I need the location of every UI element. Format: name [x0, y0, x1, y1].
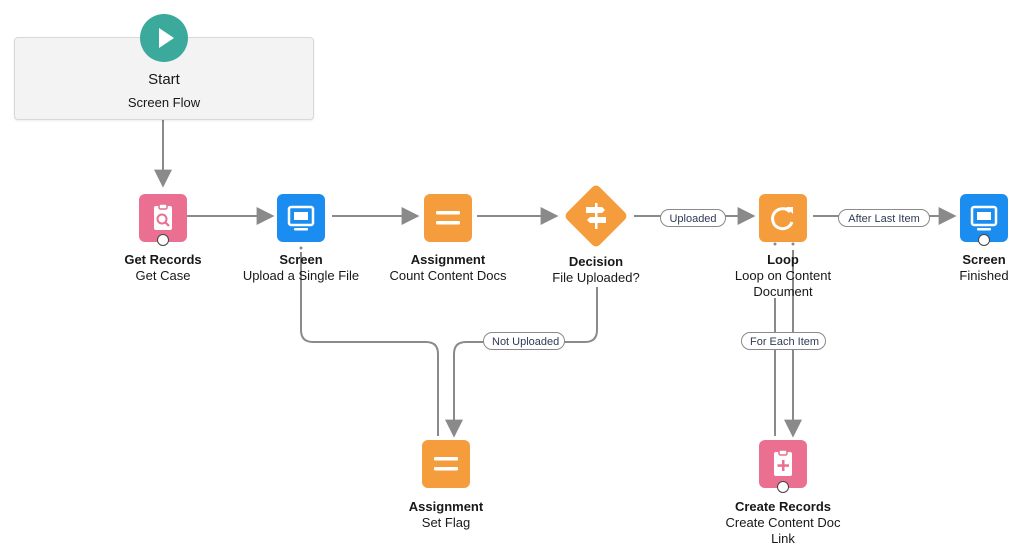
- connector-port: [299, 246, 303, 250]
- assignment-count-subtitle: Count Content Docs: [389, 268, 507, 283]
- connector-screen-to-set-flag[interactable]: [300, 252, 439, 436]
- loop-node[interactable]: [759, 194, 807, 242]
- loop-subtitle-line2: Document: [753, 284, 813, 299]
- assignment-icon: [434, 457, 458, 471]
- decision-subtitle: File Uploaded?: [552, 270, 640, 285]
- screen-finished-subtitle: Finished: [959, 268, 1009, 283]
- assignment-flag-title: Assignment: [408, 499, 484, 514]
- assignment-icon: [436, 211, 460, 225]
- screen-upload-subtitle: Upload a Single File: [242, 268, 360, 283]
- connector-port: [773, 242, 777, 246]
- connector-decision-to-set-flag[interactable]: [445, 287, 598, 438]
- screen-upload-title: Screen: [279, 252, 323, 267]
- get-records-subtitle: Get Case: [135, 268, 191, 283]
- assignment-flag-subtitle: Set Flag: [421, 515, 471, 530]
- get-records-icon: [154, 203, 172, 230]
- create-records-node[interactable]: [759, 440, 807, 488]
- screen-icon: [287, 205, 315, 231]
- screen-upload-node[interactable]: [277, 194, 325, 242]
- connector-port: [791, 242, 795, 246]
- assignment-count-node[interactable]: [424, 194, 472, 242]
- connector-label-uploaded[interactable]: Uploaded: [660, 209, 726, 227]
- start-subtitle: Screen Flow: [127, 95, 201, 110]
- create-records-title: Create Records: [734, 499, 832, 514]
- create-records-subtitle-line2: Link: [771, 531, 795, 546]
- decision-icon: [586, 203, 606, 229]
- connector-label-for-each-item[interactable]: For Each Item: [741, 332, 826, 350]
- create-records-subtitle: Create Content Doc: [725, 515, 841, 530]
- assignment-count-title: Assignment: [410, 252, 486, 267]
- connector-handle[interactable]: [978, 234, 990, 246]
- loop-subtitle: Loop on Content: [734, 268, 832, 283]
- play-icon[interactable]: [140, 14, 188, 62]
- loop-icon: [771, 207, 794, 231]
- connector-label-after-last-item[interactable]: After Last Item: [838, 209, 930, 227]
- connector-handle[interactable]: [777, 481, 789, 493]
- screen-finished-title: Screen: [962, 252, 1006, 267]
- start-title: Start: [148, 71, 180, 88]
- screen-icon: [970, 205, 998, 231]
- connector-handle[interactable]: [157, 234, 169, 246]
- loop-title: Loop: [767, 252, 799, 267]
- get-records-title: Get Records: [124, 252, 202, 267]
- decision-title: Decision: [568, 254, 624, 269]
- create-records-icon: [774, 449, 792, 476]
- assignment-flag-node[interactable]: [422, 440, 470, 488]
- connector-label-not-uploaded[interactable]: Not Uploaded: [483, 332, 565, 350]
